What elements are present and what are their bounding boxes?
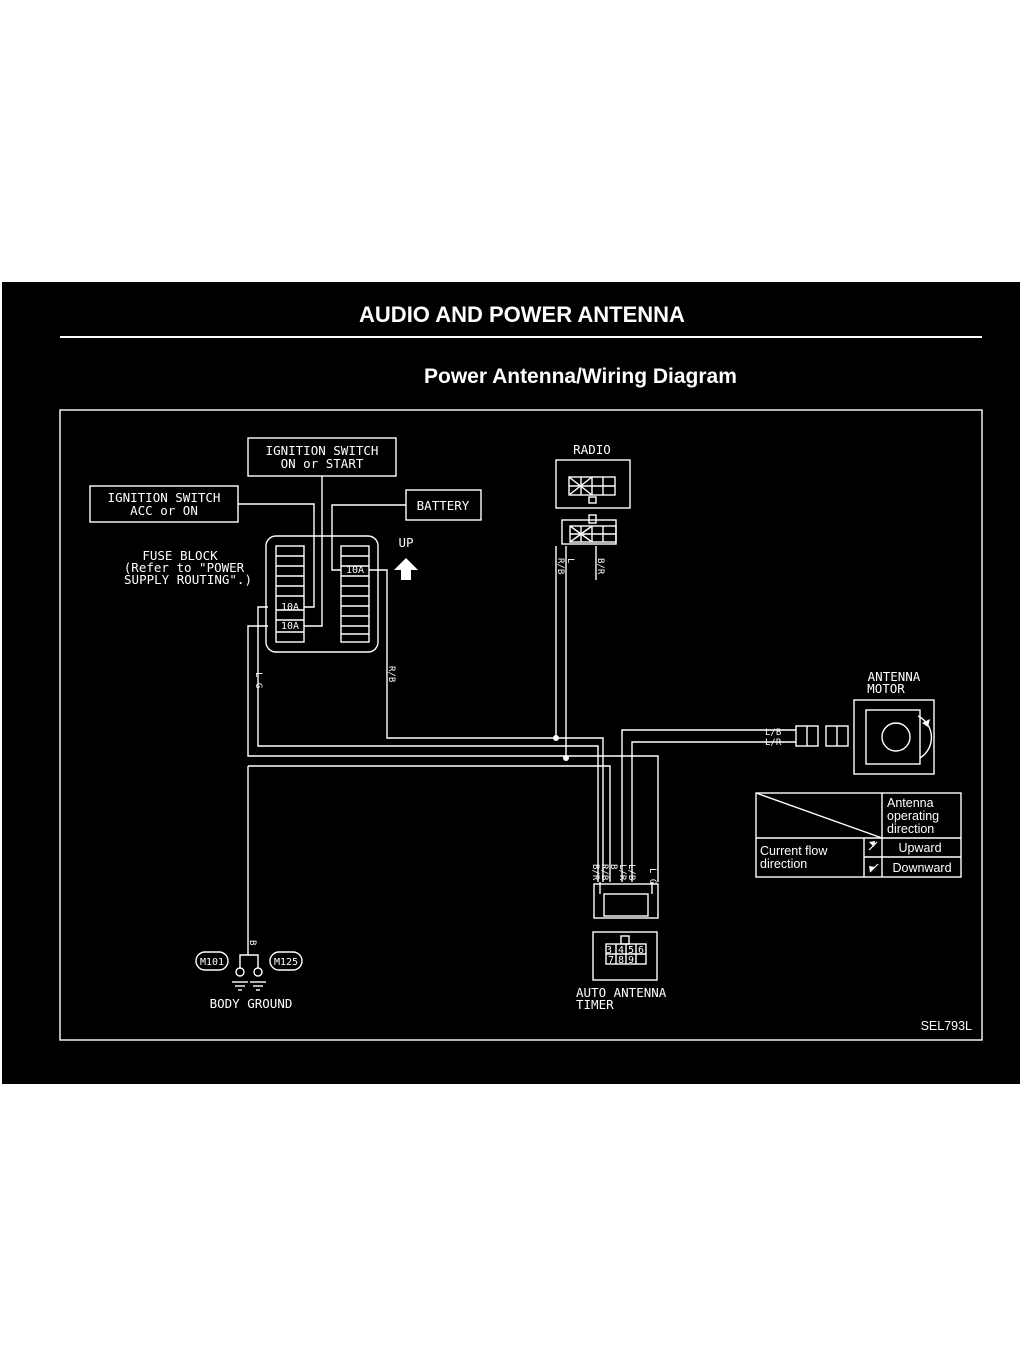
timer-pin: 9 [628, 955, 634, 966]
wire-label-lg: L G [253, 672, 263, 688]
up-arrow-icon [394, 558, 418, 580]
wire-label-rb-radio: R/B [555, 558, 565, 574]
page-subtitle: Power Antenna/Wiring Diagram [424, 365, 737, 388]
timer-wire-label: B [608, 864, 618, 869]
timer-pin: 8 [618, 955, 624, 966]
wire-label-l: L [565, 558, 575, 563]
fuse-10a: 10A [281, 602, 299, 613]
radio-label: RADIO [573, 442, 611, 457]
ign-start-line1: IGNITION SWITCH [266, 443, 379, 458]
timer-pin: 4 [618, 945, 624, 956]
diagram-frame [59, 409, 983, 1041]
legend-header-line2: operating [887, 809, 939, 823]
body-ground-label: BODY GROUND [210, 996, 293, 1011]
timer-wire-label: L/R [617, 864, 627, 881]
arrow-up-right-icon [869, 841, 875, 847]
legend-header-line1: Antenna [887, 796, 934, 810]
up-label: UP [398, 535, 413, 550]
motor-rotation-arrow-icon [922, 719, 930, 727]
wire-label-b: B [247, 940, 257, 945]
splice-dot [553, 735, 559, 741]
timer-wire-label: R/B [599, 864, 609, 880]
legend-downward: Downward [892, 861, 951, 875]
labels: IGNITION SWITCH ON or START IGNITION SWI… [108, 442, 972, 1033]
timer-pin: 6 [638, 945, 644, 956]
legend-table [755, 792, 962, 878]
ign-start-line2: ON or START [281, 456, 364, 471]
ign-acc-line2: ACC or ON [130, 503, 198, 518]
auto-antenna-timer [592, 883, 659, 981]
diagram-id: SEL793L [921, 1019, 972, 1033]
antenna-motor [795, 699, 935, 775]
fuse-block-line3: SUPPLY ROUTING".) [124, 572, 252, 587]
wire-label-lr: L/R [765, 738, 782, 748]
wire-label-br-radio: B/R [595, 558, 605, 575]
antenna-motor-line2: MOTOR [867, 681, 905, 696]
fuse-block-line1: FUSE BLOCK [142, 548, 218, 563]
wiring [238, 476, 796, 955]
antenna-motor-line1: ANTENNA [868, 669, 921, 684]
timer-pin: 5 [628, 945, 634, 956]
legend-upward: Upward [898, 841, 941, 855]
ign-acc-line1: IGNITION SWITCH [108, 490, 221, 505]
connector-m125 [269, 951, 303, 971]
fuse-block-line2: (Refer to "POWER [124, 560, 245, 575]
fuse-10a: 10A [346, 565, 364, 576]
fuse-10a: 10A [281, 621, 299, 632]
radio-connector [555, 459, 631, 545]
diagram-panel [2, 282, 1020, 1084]
page-title: AUDIO AND POWER ANTENNA [359, 302, 685, 327]
arrow-down-left-icon [869, 866, 875, 872]
fuse-block [265, 535, 379, 653]
connector-m101 [195, 951, 229, 971]
battery-label: BATTERY [417, 498, 470, 513]
timer-pin: 3 [606, 945, 612, 956]
timer-label-line2: TIMER [576, 997, 614, 1012]
timer-wire-label: L/B [626, 864, 636, 880]
connector-m101-label: M101 [200, 957, 224, 968]
timer-pin: 7 [608, 955, 614, 966]
legend-row-line1: Current flow [760, 844, 828, 858]
wire-label-lb: L/B [765, 728, 781, 738]
title-rule [60, 336, 982, 338]
ground-symbol [232, 954, 266, 991]
timer-wire-label: L G [647, 868, 657, 884]
timer-label-line1: AUTO ANTENNA [576, 985, 667, 1000]
timer-wire-label: B/R [590, 864, 600, 881]
wire-label-rb: R/B [386, 666, 396, 682]
legend-row-line2: direction [760, 857, 807, 871]
connector-m125-label: M125 [274, 957, 298, 968]
splice-dot [563, 755, 569, 761]
legend-header-line3: direction [887, 822, 934, 836]
